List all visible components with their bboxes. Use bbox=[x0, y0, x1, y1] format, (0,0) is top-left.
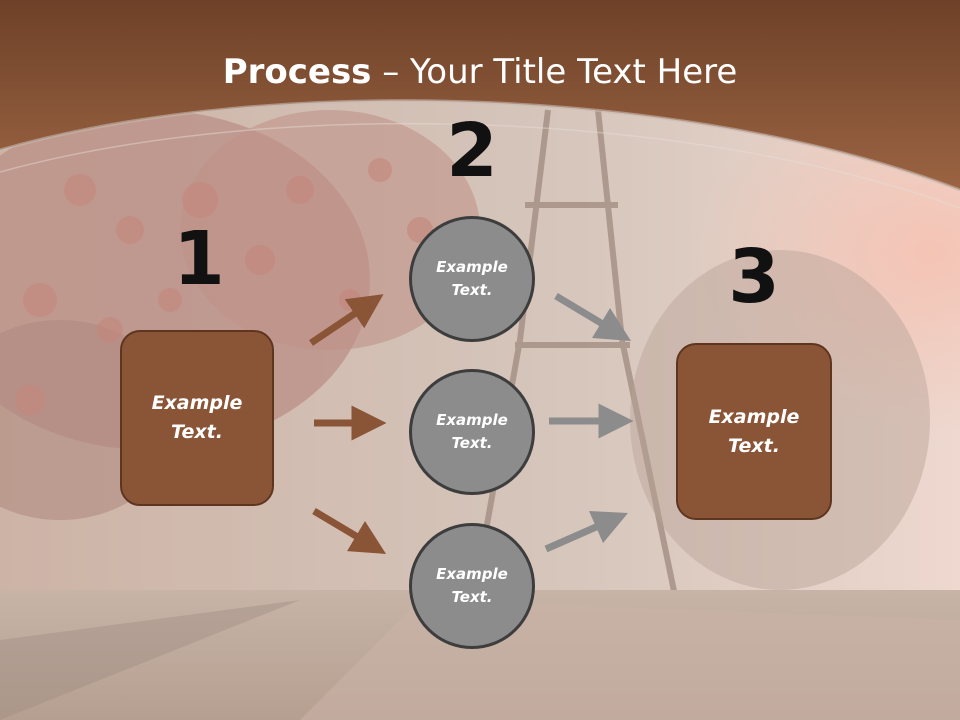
step-number-2: 2 bbox=[446, 108, 498, 194]
title-bold: Process bbox=[222, 52, 372, 92]
circle-top-text: Example Text. bbox=[436, 258, 508, 299]
step-number-3: 3 bbox=[728, 234, 780, 320]
circle-step-middle: Example Text. bbox=[409, 369, 535, 495]
right-box-text: Example Text. bbox=[708, 405, 800, 457]
arrow-to-circle-top bbox=[309, 294, 384, 346]
circle-middle-text: Example Text. bbox=[436, 411, 508, 452]
arrow-from-circle-bottom bbox=[544, 511, 629, 553]
title-rest: – Your Title Text Here bbox=[371, 52, 738, 92]
left-box-text: Example Text. bbox=[151, 392, 243, 443]
arrow-to-circle-bottom bbox=[312, 507, 387, 554]
circle-step-bottom: Example Text. bbox=[409, 523, 535, 649]
circle-step-top: Example Text. bbox=[409, 216, 535, 342]
left-process-box: Example Text. bbox=[120, 330, 274, 506]
circle-bottom-text: Example Text. bbox=[436, 565, 508, 606]
arrow-from-circle-top bbox=[554, 292, 632, 342]
step-number-1: 1 bbox=[173, 216, 225, 302]
slide-title: Process – Your Title Text Here bbox=[0, 52, 960, 92]
right-process-box: Example Text. bbox=[676, 343, 832, 520]
